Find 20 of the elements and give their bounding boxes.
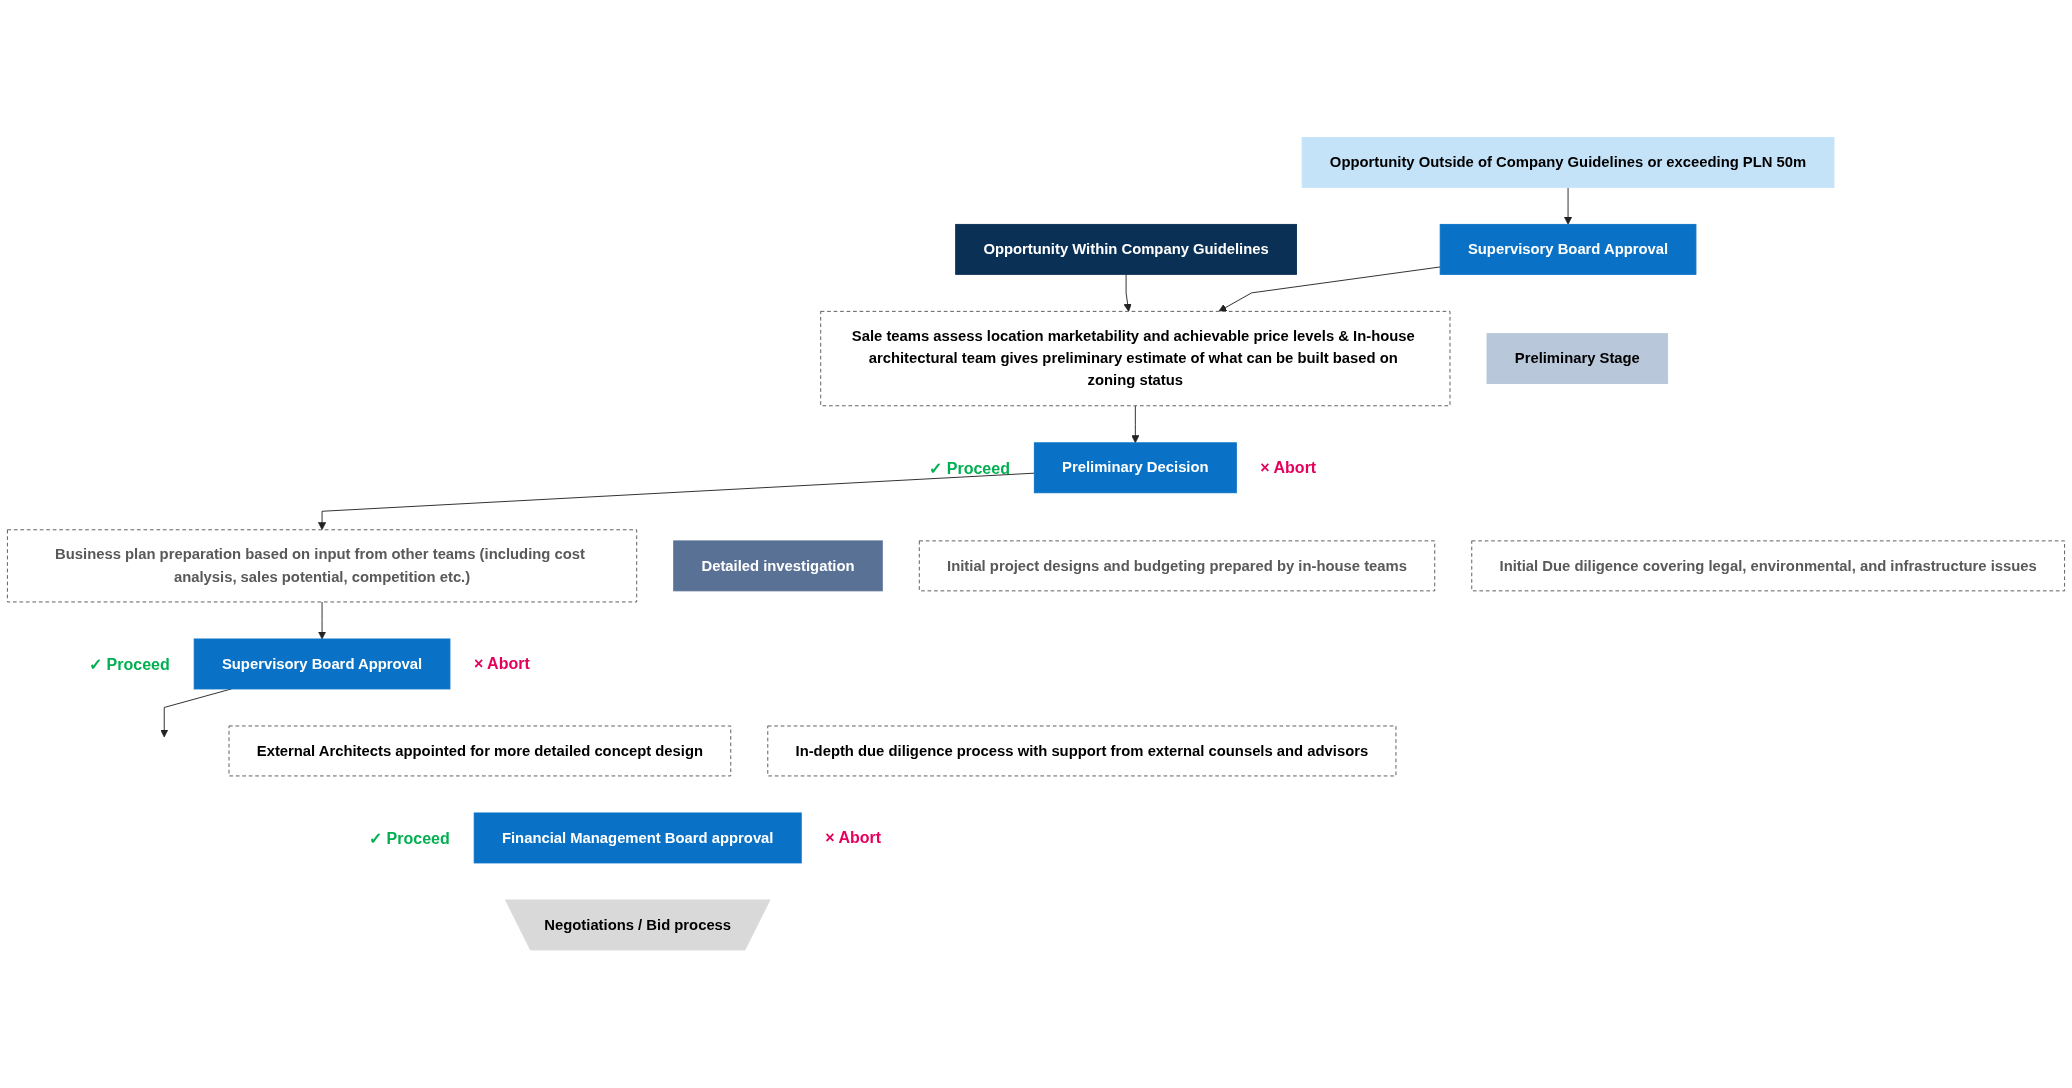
node-box: Preliminary Stage: [1486, 333, 1669, 385]
proceed-label: ✓ Proceed: [929, 458, 1010, 478]
node-box: External Architects appointed for more detailed concept design: [228, 725, 732, 777]
abort-label: × Abort: [825, 829, 882, 848]
node-box: Business plan preparation based on input from other teams (including cost analysis, sales potential, competition etc.): [6, 529, 638, 603]
node-box: In-depth due diligence process with support from external counsels and advisors: [767, 725, 1397, 777]
proceed-label: ✓ Proceed: [89, 654, 170, 674]
node-box: Supervisory Board Approval: [1439, 224, 1697, 276]
abort-label: × Abort: [473, 655, 530, 674]
proceed-label: ✓ Proceed: [369, 828, 450, 848]
node-box: Sale teams assess location marketability and achievable price levels & In-house architectural team gives preliminary estimate of what can be built based on zoning status: [820, 311, 1451, 407]
node-box: Detailed investigation: [673, 540, 883, 592]
abort-label: × Abort: [1260, 459, 1317, 478]
node-box: Supervisory Board Approval: [193, 638, 451, 690]
node-box: Opportunity Outside of Company Guidelines or exceeding PLN 50m: [1301, 137, 1835, 189]
node-box: Financial Management Board approval: [473, 812, 802, 864]
node-box: Initial project designs and budgeting prepared by in-house teams: [918, 540, 1436, 592]
node-box: Opportunity Within Company Guidelines: [955, 224, 1297, 276]
node-box: Initial Due diligence covering legal, environmental, and infrastructure issues: [1471, 540, 2066, 592]
node-box: Preliminary Decision: [1033, 442, 1237, 494]
